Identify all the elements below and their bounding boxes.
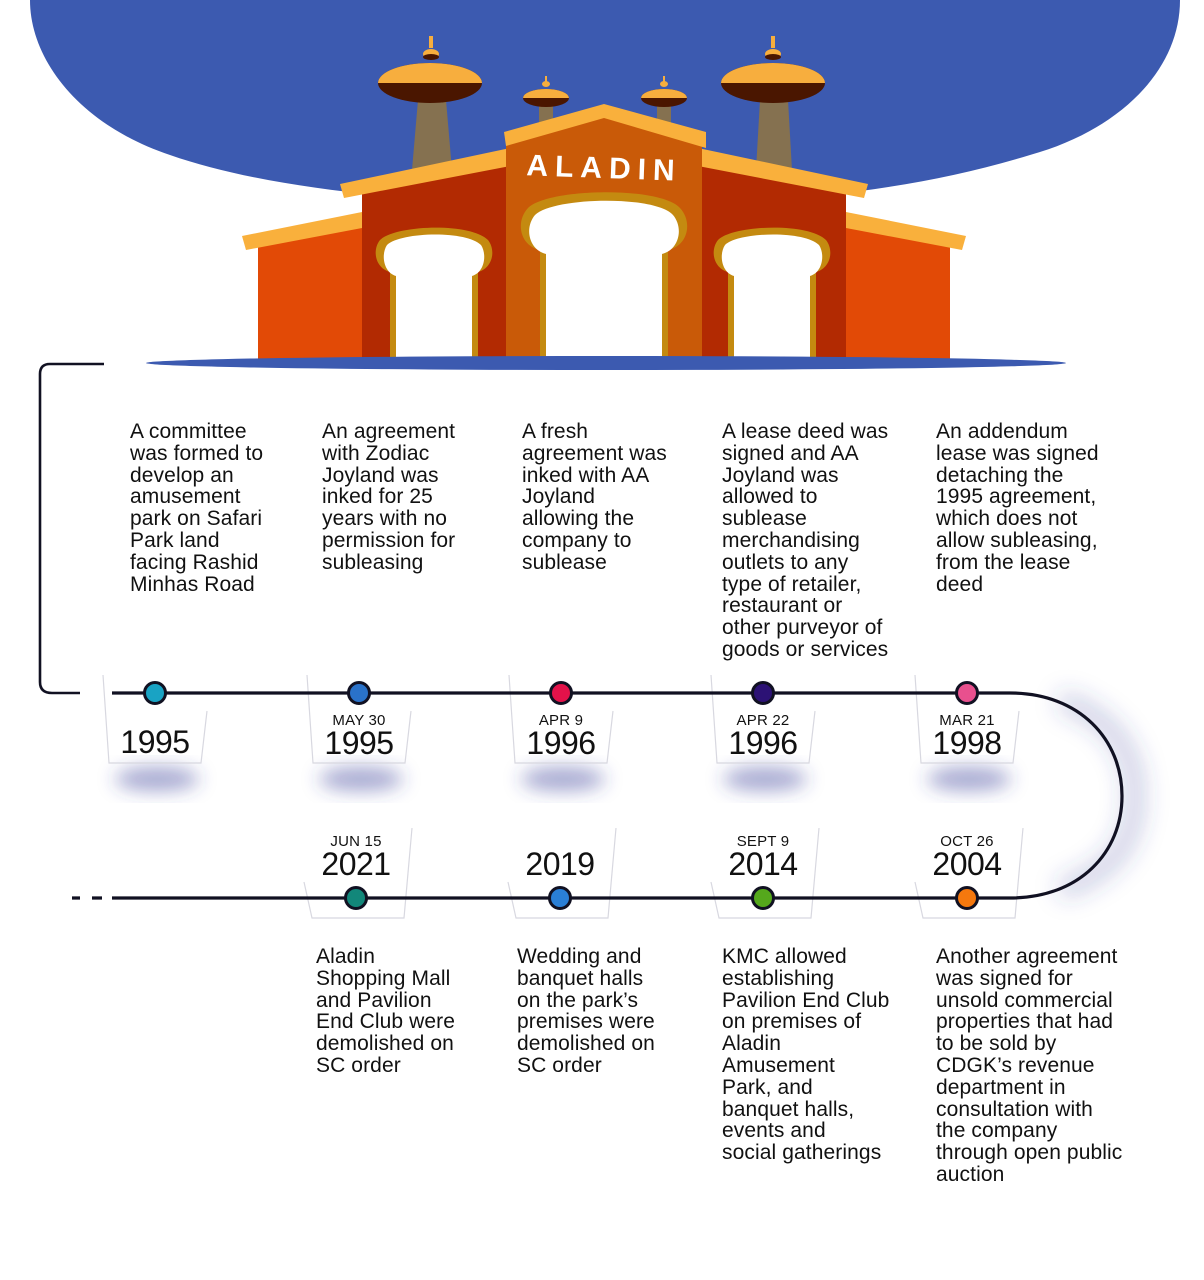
timeline-track xyxy=(112,691,1124,900)
tower-right-small xyxy=(641,76,687,130)
date-card-outline xyxy=(914,674,1020,764)
date-card-shadow xyxy=(115,767,199,791)
event-description: A fresh agreement was inked with AA Joyl… xyxy=(522,420,667,574)
date-month: JUN 15 xyxy=(330,833,382,850)
event-description: KMC allowed establishing Pavilion End Cl… xyxy=(722,945,890,1165)
date-year: 2014 xyxy=(728,846,798,882)
date-card-outline xyxy=(507,827,617,919)
ground-ellipse xyxy=(146,356,1066,370)
date-label: 2019 xyxy=(506,834,614,882)
timeline-line xyxy=(38,362,1124,900)
date-year: 1996 xyxy=(526,725,596,761)
date-card-outline xyxy=(102,674,208,764)
date-label: 1995 xyxy=(101,724,209,760)
timeline-dot-1998 xyxy=(955,681,979,705)
event-description: An agreement with Zodiac Joyland was ink… xyxy=(322,420,456,574)
date-year: 2019 xyxy=(525,846,595,882)
event-description: Aladin Shopping Mall and Pavilion End Cl… xyxy=(316,945,456,1077)
building-middle-right xyxy=(698,148,868,360)
timeline-dot-1995 xyxy=(347,681,371,705)
timeline-dot-1996 xyxy=(751,681,775,705)
date-card-outline xyxy=(306,674,412,764)
event-description: A lease deed was signed and AA Joyland w… xyxy=(722,420,889,661)
date-card-outline xyxy=(914,827,1024,919)
date-card-outline xyxy=(303,827,413,919)
date-year: 1995 xyxy=(324,725,394,761)
start-bracket xyxy=(38,362,104,695)
tower-right-large xyxy=(721,36,825,170)
date-card-shadow xyxy=(521,767,605,791)
date-year: 1995 xyxy=(120,724,190,760)
date-card-shadow xyxy=(927,767,1011,791)
date-year: 1996 xyxy=(728,725,798,761)
event-description: Another agreement was signed for unsold … xyxy=(936,945,1123,1186)
date-month: MAY 30 xyxy=(332,712,386,729)
timeline-dot-1996 xyxy=(549,681,573,705)
building-center xyxy=(504,104,706,360)
timeline-dot-2004 xyxy=(955,886,979,910)
timeline-dot-1995 xyxy=(143,681,167,705)
event-description: Wedding and banquet halls on the park’s … xyxy=(517,945,655,1077)
sign-text: ALADIN xyxy=(526,149,682,187)
aladin-gate-illustration: ALADIN xyxy=(30,0,1180,370)
date-month: SEPT 9 xyxy=(736,833,790,850)
building-wing-left xyxy=(242,212,362,360)
date-month: MAR 21 xyxy=(939,712,995,729)
date-card-outline xyxy=(710,674,816,764)
sky-backdrop xyxy=(30,0,1180,205)
date-card-shadow xyxy=(723,767,807,791)
timeline-dot-2021 xyxy=(344,886,368,910)
date-year: 2004 xyxy=(932,846,1002,882)
tower-left-large xyxy=(378,36,482,170)
timeline-dot-2014 xyxy=(751,886,775,910)
date-card-outline xyxy=(710,827,820,919)
date-year: 2021 xyxy=(321,846,391,882)
date-month: APR 9 xyxy=(538,712,584,729)
date-year: 1998 xyxy=(932,725,1002,761)
building-middle-left xyxy=(340,148,510,360)
event-description: An addendum lease was signed detaching t… xyxy=(936,420,1099,596)
date-month: OCT 26 xyxy=(940,833,994,850)
date-month: APR 22 xyxy=(736,712,790,729)
date-card-outline xyxy=(508,674,614,764)
building-wing-right xyxy=(846,212,966,360)
timeline-dot-2019 xyxy=(548,886,572,910)
date-card-shadow xyxy=(319,767,403,791)
event-description: A committee was formed to develop an amu… xyxy=(130,420,264,596)
curve-shadow xyxy=(1056,691,1145,899)
